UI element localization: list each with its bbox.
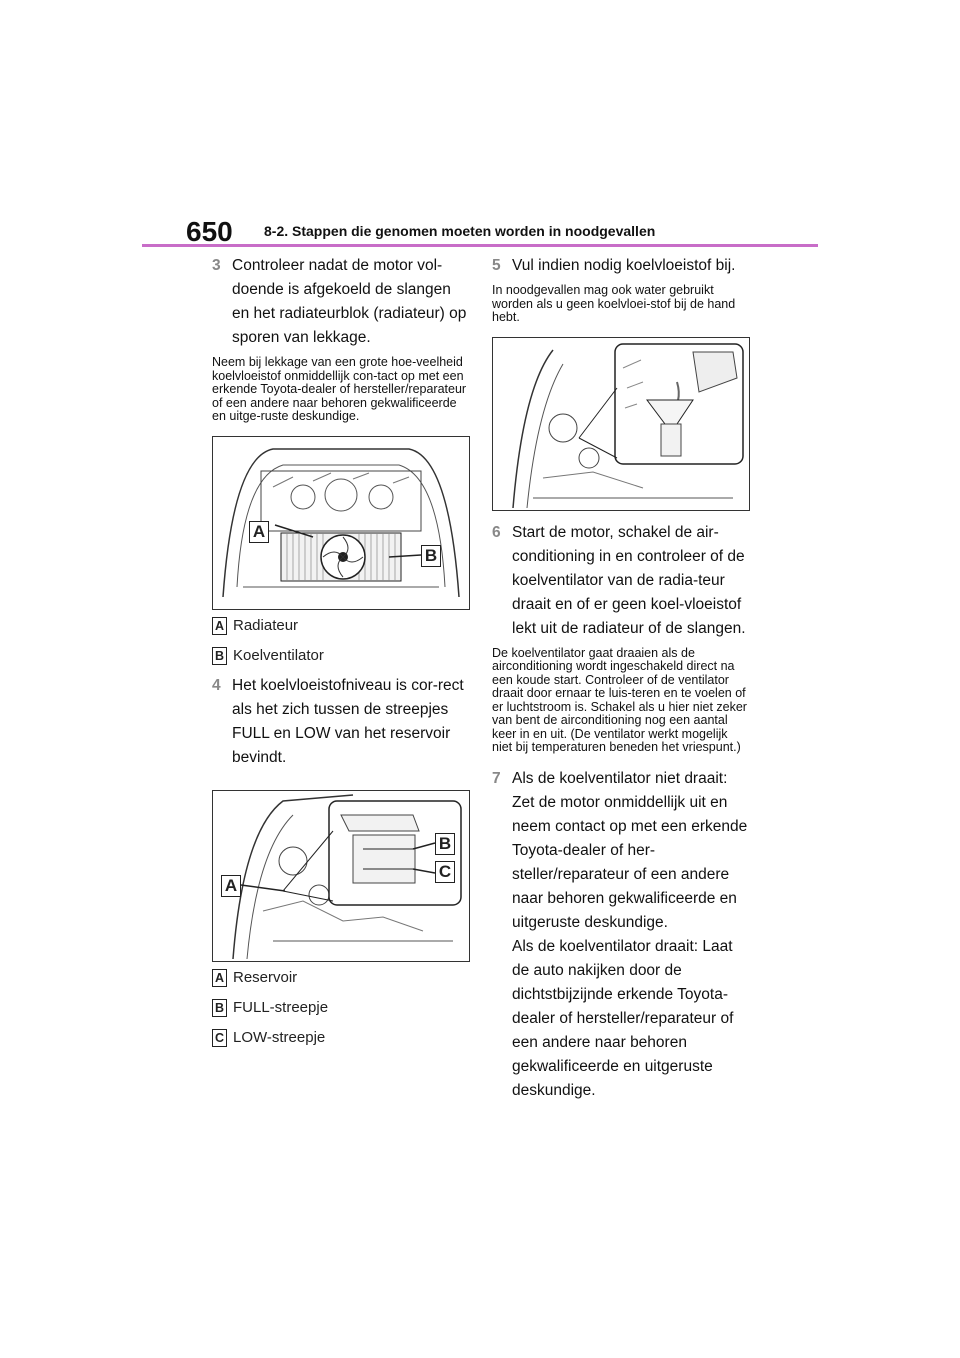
step-3: 3 Controleer nadat de motor vol-doende i… bbox=[212, 254, 470, 350]
step-7: 7 Als de koelventilator niet draait: Zet… bbox=[492, 767, 750, 1103]
step-3-note: Neem bij lekkage van een grote hoe-veelh… bbox=[212, 355, 467, 423]
legend-label: FULL-streepje bbox=[233, 998, 329, 1016]
step-text: Vul indien nodig koelvloeistof bij. bbox=[512, 257, 736, 274]
step-5: 5 Vul indien nodig koelvloeistof bij. bbox=[492, 254, 750, 278]
refill-figure bbox=[492, 336, 750, 511]
legend-label: Reservoir bbox=[233, 968, 298, 986]
step-text: Controleer nadat de motor vol-doende is … bbox=[232, 257, 467, 346]
step-5-note: In noodgevallen mag ook water gebruikt w… bbox=[492, 283, 736, 324]
coolant-refill-illustration bbox=[512, 342, 744, 508]
legend-radiator: A Radiateur bbox=[212, 614, 470, 638]
header-rule bbox=[142, 244, 818, 247]
legend-fan: B Koelventilator bbox=[212, 644, 470, 668]
step-6: 6 Start de motor, schakel de air-conditi… bbox=[492, 521, 750, 641]
step-text: Als de koelventilator niet draait: Zet d… bbox=[512, 769, 748, 931]
step-number: 4 bbox=[212, 676, 221, 694]
legend-full-mark: B FULL-streepje bbox=[212, 996, 470, 1020]
step-number: 5 bbox=[492, 257, 501, 274]
step-number: 7 bbox=[492, 769, 501, 787]
callout-a: A bbox=[221, 874, 241, 897]
step-text: Het koelvloeistofniveau is cor-rect als … bbox=[232, 676, 464, 766]
engine-radiator-illustration bbox=[222, 447, 460, 597]
section-title: 8-2. Stappen die genomen moeten worden i… bbox=[264, 223, 656, 239]
callout-c: C bbox=[435, 860, 455, 883]
step-6-note: De koelventilator gaat draaien als de ai… bbox=[492, 645, 747, 754]
callout-b: B bbox=[435, 832, 455, 855]
right-column: 5 Vul indien nodig koelvloeistof bij. In… bbox=[492, 254, 750, 1109]
legend-low-mark: C LOW-streepje bbox=[212, 1026, 470, 1050]
page-number: 650 bbox=[186, 216, 233, 247]
step-number: 3 bbox=[212, 257, 221, 274]
step-4: 4 Het koelvloeistofniveau is cor-rect al… bbox=[212, 674, 470, 770]
legend-label: Radiateur bbox=[233, 616, 299, 634]
legend-badge: B bbox=[212, 998, 227, 1017]
legend-badge: A bbox=[212, 616, 227, 635]
legend-badge: B bbox=[212, 646, 227, 665]
radiator-figure: A B bbox=[212, 435, 470, 610]
legend-label: Koelventilator bbox=[233, 646, 324, 664]
legend-badge: A bbox=[212, 968, 227, 987]
step-number: 6 bbox=[492, 523, 501, 541]
reservoir-illustration bbox=[232, 793, 462, 959]
callout-b: B bbox=[421, 544, 441, 567]
legend-label: LOW-streepje bbox=[233, 1028, 326, 1046]
step-7-alternative: Als de koelventilator draait: Laat de au… bbox=[512, 937, 734, 1099]
legend-badge: C bbox=[212, 1028, 227, 1047]
callout-a: A bbox=[249, 520, 269, 543]
left-column: 3 Controleer nadat de motor vol-doende i… bbox=[212, 254, 470, 1056]
reservoir-figure: A B C bbox=[212, 789, 470, 962]
step-text: Start de motor, schakel de air-condition… bbox=[512, 523, 746, 637]
legend-reservoir: A Reservoir bbox=[212, 966, 470, 990]
